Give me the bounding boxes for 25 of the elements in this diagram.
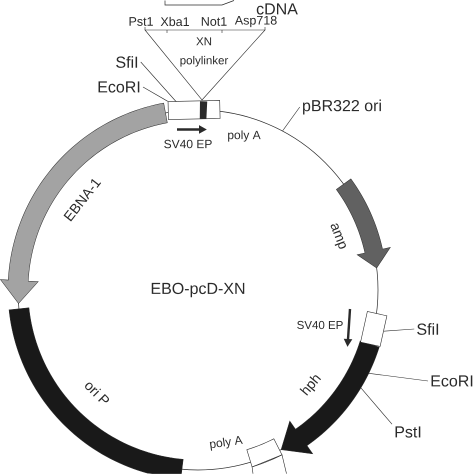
- leader-line: [282, 106, 300, 132]
- promoter-label: SV40 EP: [164, 140, 212, 148]
- sequence-label: cDNA: [256, 3, 298, 15]
- site-label: Not1: [202, 17, 227, 26]
- site-label: SfiI: [116, 56, 138, 68]
- leader-line: [360, 388, 392, 425]
- segment-label: hph: [299, 375, 322, 396]
- leader-line: [142, 86, 168, 102]
- site-label: EcoRI: [432, 375, 472, 387]
- site-label: Pst1: [130, 17, 153, 26]
- polylinker-label: XN polylinker: [180, 37, 228, 67]
- promoter-label: SV40 EP: [297, 320, 343, 330]
- segment-label: ori P: [85, 382, 110, 402]
- site-label: SfiI: [417, 323, 438, 335]
- site-label: PstI: [396, 426, 420, 438]
- signal-label: poly A: [228, 130, 261, 142]
- leader-line: [140, 62, 177, 102]
- site-label: Xba1: [160, 16, 189, 26]
- feature-box: [360, 311, 388, 347]
- leader-line: [384, 328, 415, 332]
- site-label: EcoRI: [98, 81, 140, 93]
- signal-label: poly A: [210, 436, 243, 451]
- leader-line: [368, 373, 428, 382]
- segment-label: amp: [330, 224, 346, 249]
- site-label: Asp718: [234, 16, 277, 28]
